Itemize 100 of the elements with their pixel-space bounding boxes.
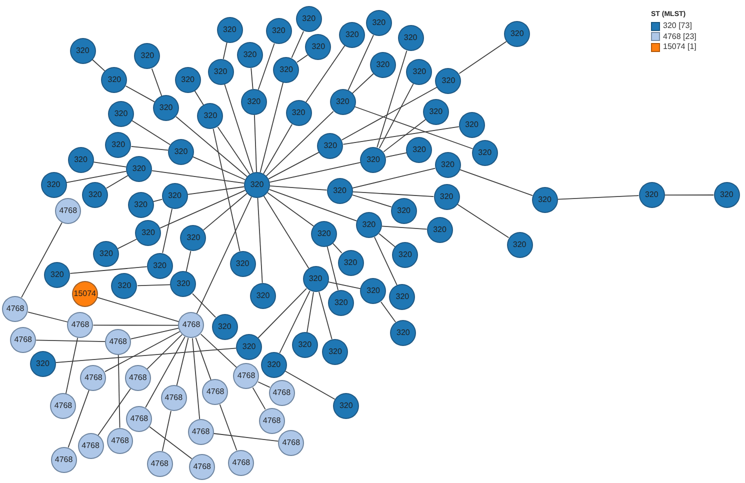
network-node: [326, 178, 353, 204]
edge-line: [192, 293, 216, 318]
node-label: 320: [362, 221, 376, 230]
edge-line: [267, 192, 314, 227]
edge-line: [258, 43, 275, 90]
node-label: 320: [396, 328, 410, 337]
node-label: 320: [218, 322, 232, 331]
edge-line: [257, 198, 263, 284]
network-node: [333, 392, 360, 419]
network-node: [82, 182, 108, 208]
edge-line: [460, 169, 533, 196]
node-label: 320: [186, 234, 200, 242]
node-label: 320: [440, 193, 454, 202]
network-node: [40, 172, 67, 198]
network-node: [189, 454, 216, 480]
edge-line: [352, 168, 436, 188]
edge-line: [352, 73, 374, 94]
edge-line: [224, 84, 254, 174]
node-label: 4768: [129, 374, 147, 382]
network-node: [390, 198, 417, 224]
edge-line: [93, 162, 127, 168]
network-node: [178, 312, 204, 338]
network-node: [146, 252, 173, 279]
edge-line: [212, 128, 240, 252]
node-label: 320: [222, 26, 236, 34]
network-node: [188, 418, 214, 445]
edge-line: [380, 301, 396, 323]
network-node: [146, 450, 173, 477]
node-label: 320: [465, 120, 478, 129]
network-node: [105, 132, 132, 158]
edge-line: [258, 288, 307, 338]
network-node: [230, 250, 256, 277]
edge-line: [348, 34, 374, 92]
network-node: [338, 250, 364, 276]
edge-line: [118, 354, 120, 428]
node-label: 4768: [164, 394, 183, 402]
network-node: [292, 332, 318, 358]
edge-line: [187, 186, 245, 195]
network-node: [258, 408, 285, 434]
edge-line: [270, 186, 328, 191]
edge-line: [213, 433, 279, 442]
node-label: 320: [538, 196, 552, 204]
network-node: [296, 6, 322, 32]
network-node: [392, 242, 418, 268]
network-node: [305, 34, 332, 60]
node-label: 320: [312, 43, 326, 52]
network-node: [111, 273, 138, 300]
edge-line: [55, 348, 237, 364]
node-label: 15074: [74, 290, 96, 298]
edge-line: [263, 124, 292, 174]
network-node: [174, 66, 201, 93]
network-node: [714, 182, 740, 208]
edge-line: [96, 297, 180, 322]
network-node: [311, 220, 338, 247]
edge-line: [383, 119, 426, 152]
edge-line: [152, 170, 245, 184]
node-label: 320: [118, 282, 132, 290]
network-node: [124, 365, 151, 392]
network-node: [101, 66, 128, 93]
edge-line: [318, 291, 332, 340]
edge-line: [65, 337, 78, 394]
network-node: [435, 68, 462, 94]
network-node: [70, 38, 96, 64]
edge-line: [279, 290, 310, 354]
edge-line: [258, 381, 270, 388]
node-label: 320: [100, 250, 113, 258]
node-label: 320: [345, 30, 359, 39]
network-node: [237, 42, 264, 68]
edge-line: [152, 198, 163, 202]
node-label: 320: [308, 275, 322, 284]
node-label: 320: [76, 46, 90, 55]
edge-line: [458, 41, 507, 74]
edge-line: [68, 390, 90, 448]
edge-line: [374, 236, 398, 286]
edge-line: [176, 338, 189, 386]
edge-line: [378, 233, 396, 248]
network-node: [422, 98, 449, 125]
network-node: [126, 156, 152, 182]
network-node: [93, 241, 120, 268]
edge-line: [130, 328, 180, 340]
edge-line: [160, 190, 246, 228]
node-label: 4768: [232, 458, 250, 467]
legend-label: 320 [73]: [663, 22, 692, 30]
edge-line: [132, 120, 170, 146]
node-label: 320: [74, 156, 88, 164]
network-node: [108, 100, 134, 127]
network-node: [67, 312, 94, 338]
edge-line: [149, 426, 192, 460]
node-label: 4768: [206, 388, 224, 396]
node-label: 4768: [6, 304, 24, 313]
node-label: 320: [398, 251, 412, 260]
edge-line: [145, 336, 186, 408]
edge-line: [376, 50, 408, 148]
node-label: 320: [181, 76, 194, 84]
edge-line: [117, 238, 138, 249]
network-node: [339, 22, 366, 48]
edge-line: [27, 312, 68, 322]
node-label: 320: [510, 30, 524, 38]
network-node: [356, 212, 382, 238]
edge-line: [196, 196, 252, 314]
